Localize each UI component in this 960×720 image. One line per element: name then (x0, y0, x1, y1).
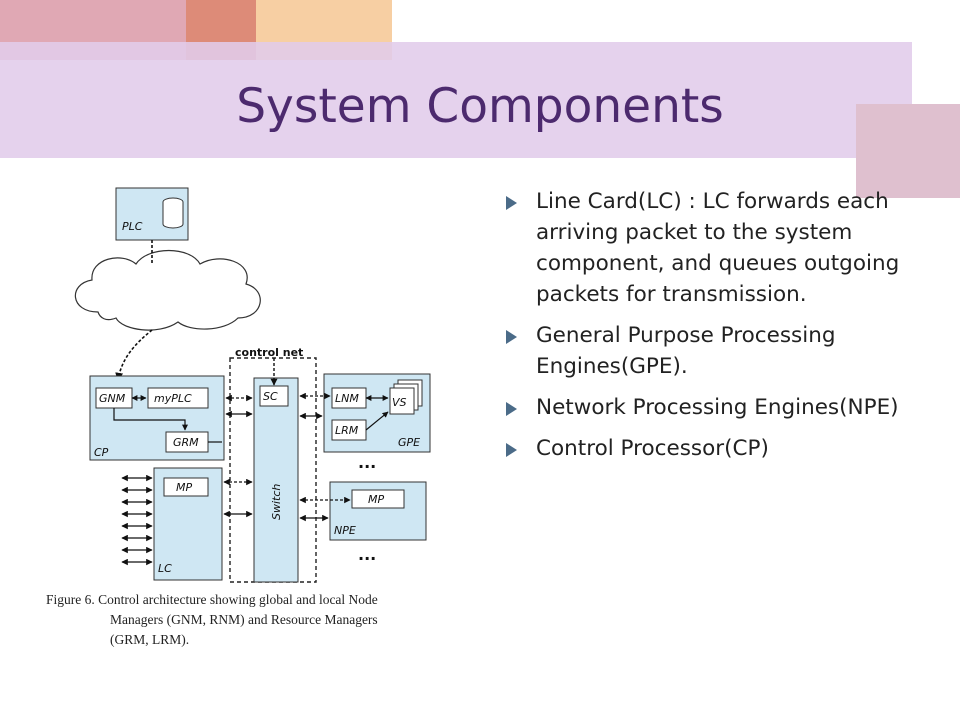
bullet-item: Network Processing Engines(NPE) (500, 392, 900, 423)
figure-caption-line-1: Figure 6. Control architecture showing g… (46, 592, 378, 607)
bullet-list: Line Card(LC) : LC forwards each arrivin… (500, 186, 900, 474)
lc-ports (121, 474, 153, 566)
control-net-label: control net (235, 346, 303, 359)
grm-label: GRM (173, 436, 199, 449)
npe-box: MP NPE (329, 481, 427, 541)
npe-label: NPE (334, 524, 356, 537)
arrow-bullet-icon (506, 443, 517, 457)
bullet-text: Line Card(LC) : LC forwards each arrivin… (536, 189, 900, 307)
gpe-more-dots: ... (358, 453, 376, 472)
decor-block-mauve (856, 104, 960, 198)
slide-title: System Components (236, 79, 724, 134)
gnm-label: GNM (99, 392, 126, 405)
architecture-figure: PLC control net GNM myPLC GRM CP (40, 180, 460, 650)
lrm-label: LRM (335, 424, 359, 437)
bullet-text: Network Processing Engines(NPE) (536, 395, 899, 420)
lnm-label: LNM (335, 392, 359, 405)
sc-label: SC (263, 390, 278, 403)
switch-label: Switch (270, 484, 283, 520)
title-band (0, 42, 912, 158)
arrow-bullet-icon (506, 196, 517, 210)
lc-box: MP LC (153, 467, 223, 581)
arrow-bullet-icon (506, 330, 517, 344)
plc-label: PLC (122, 220, 143, 233)
bullet-text: Control Processor(CP) (536, 436, 769, 461)
switch-links (223, 392, 351, 522)
internet-cloud-icon (74, 249, 261, 331)
bullet-item: Control Processor(CP) (500, 433, 900, 464)
arrow-bullet-icon (506, 402, 517, 416)
switch-box: SC Switch (253, 377, 299, 583)
vs-label: VS (392, 396, 407, 409)
myplc-label: myPLC (154, 392, 192, 405)
cp-label: CP (94, 446, 109, 459)
lc-label: LC (158, 562, 172, 575)
figure-caption-line-2: Managers (GNM, RNM) and Resource Manager… (110, 612, 378, 627)
figure-caption-line-3: (GRM, LRM). (110, 632, 189, 647)
gpe-box: LNM LRM VS GPE (323, 373, 431, 453)
npe-more-dots: ... (358, 545, 376, 564)
bullet-item: General Purpose Processing Engines(GPE). (500, 320, 900, 382)
bullet-text: General Purpose Processing Engines(GPE). (536, 323, 836, 379)
bullet-item: Line Card(LC) : LC forwards each arrivin… (500, 186, 900, 310)
lc-mp-label: MP (176, 481, 192, 494)
gpe-label: GPE (398, 436, 420, 449)
cp-box: GNM myPLC GRM CP (89, 375, 225, 461)
npe-mp-label: MP (368, 493, 384, 506)
architecture-diagram: PLC control net GNM myPLC GRM CP (46, 187, 431, 647)
plc-box: PLC (115, 187, 189, 241)
